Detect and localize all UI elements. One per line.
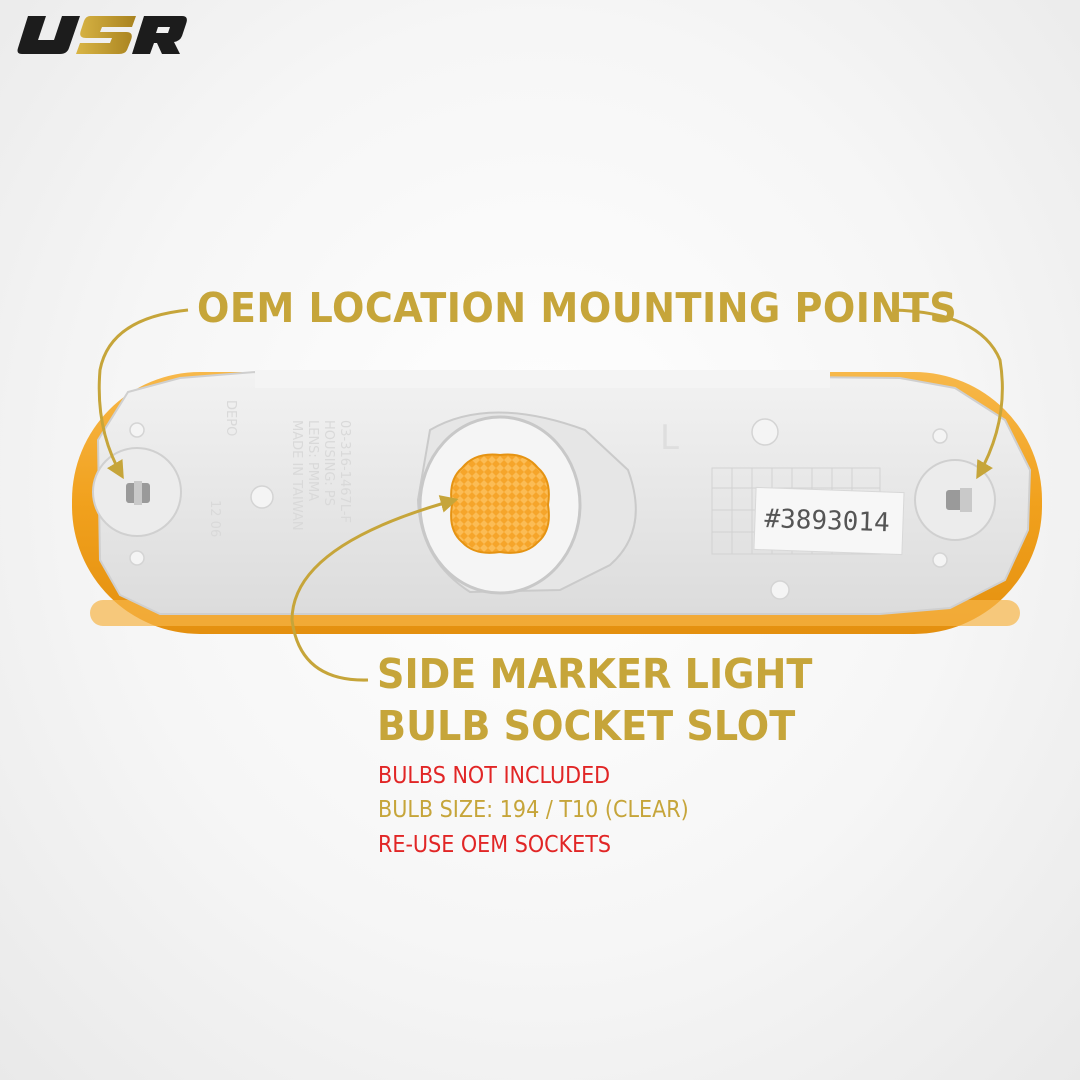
usr-logo: [17, 16, 187, 54]
note-reuse-sockets: RE-USE OEM SOCKETS: [378, 832, 612, 858]
emboss-line-4: MADE IN TAIWAN: [289, 420, 304, 531]
emboss-letter: L: [660, 418, 679, 458]
part-number-label: #3893014: [763, 504, 891, 539]
callout-title-line-2: BULB SOCKET SLOT: [377, 702, 796, 750]
left-mounting-point: [92, 447, 182, 537]
emboss-line-3: LENS: PMMA: [305, 420, 320, 502]
part-number-sticker: [753, 486, 905, 556]
callout-title-line-1: SIDE MARKER LIGHT: [377, 650, 813, 698]
note-bulbs-not-included: BULBS NOT INCLUDED: [378, 763, 611, 789]
emboss-line-1: 03-316-1467L-F: [337, 420, 352, 524]
bulb-socket-slot: [416, 411, 637, 595]
right-mounting-point: [914, 459, 996, 541]
emboss-brand: DEPO: [223, 400, 238, 437]
note-bulb-size: BULB SIZE: 194 / T10 (CLEAR): [378, 797, 689, 823]
housing-pegs: [129, 418, 948, 600]
emboss-line-2: HOUSING: PS: [321, 420, 336, 507]
callout-title: SIDE MARKER LIGHT BULB SOCKET SLOT: [377, 648, 812, 752]
callout-arrows: [97, 308, 1004, 682]
headline: OEM LOCATION MOUNTING POINTS: [197, 284, 958, 332]
emboss-date: 12 06: [207, 500, 222, 538]
